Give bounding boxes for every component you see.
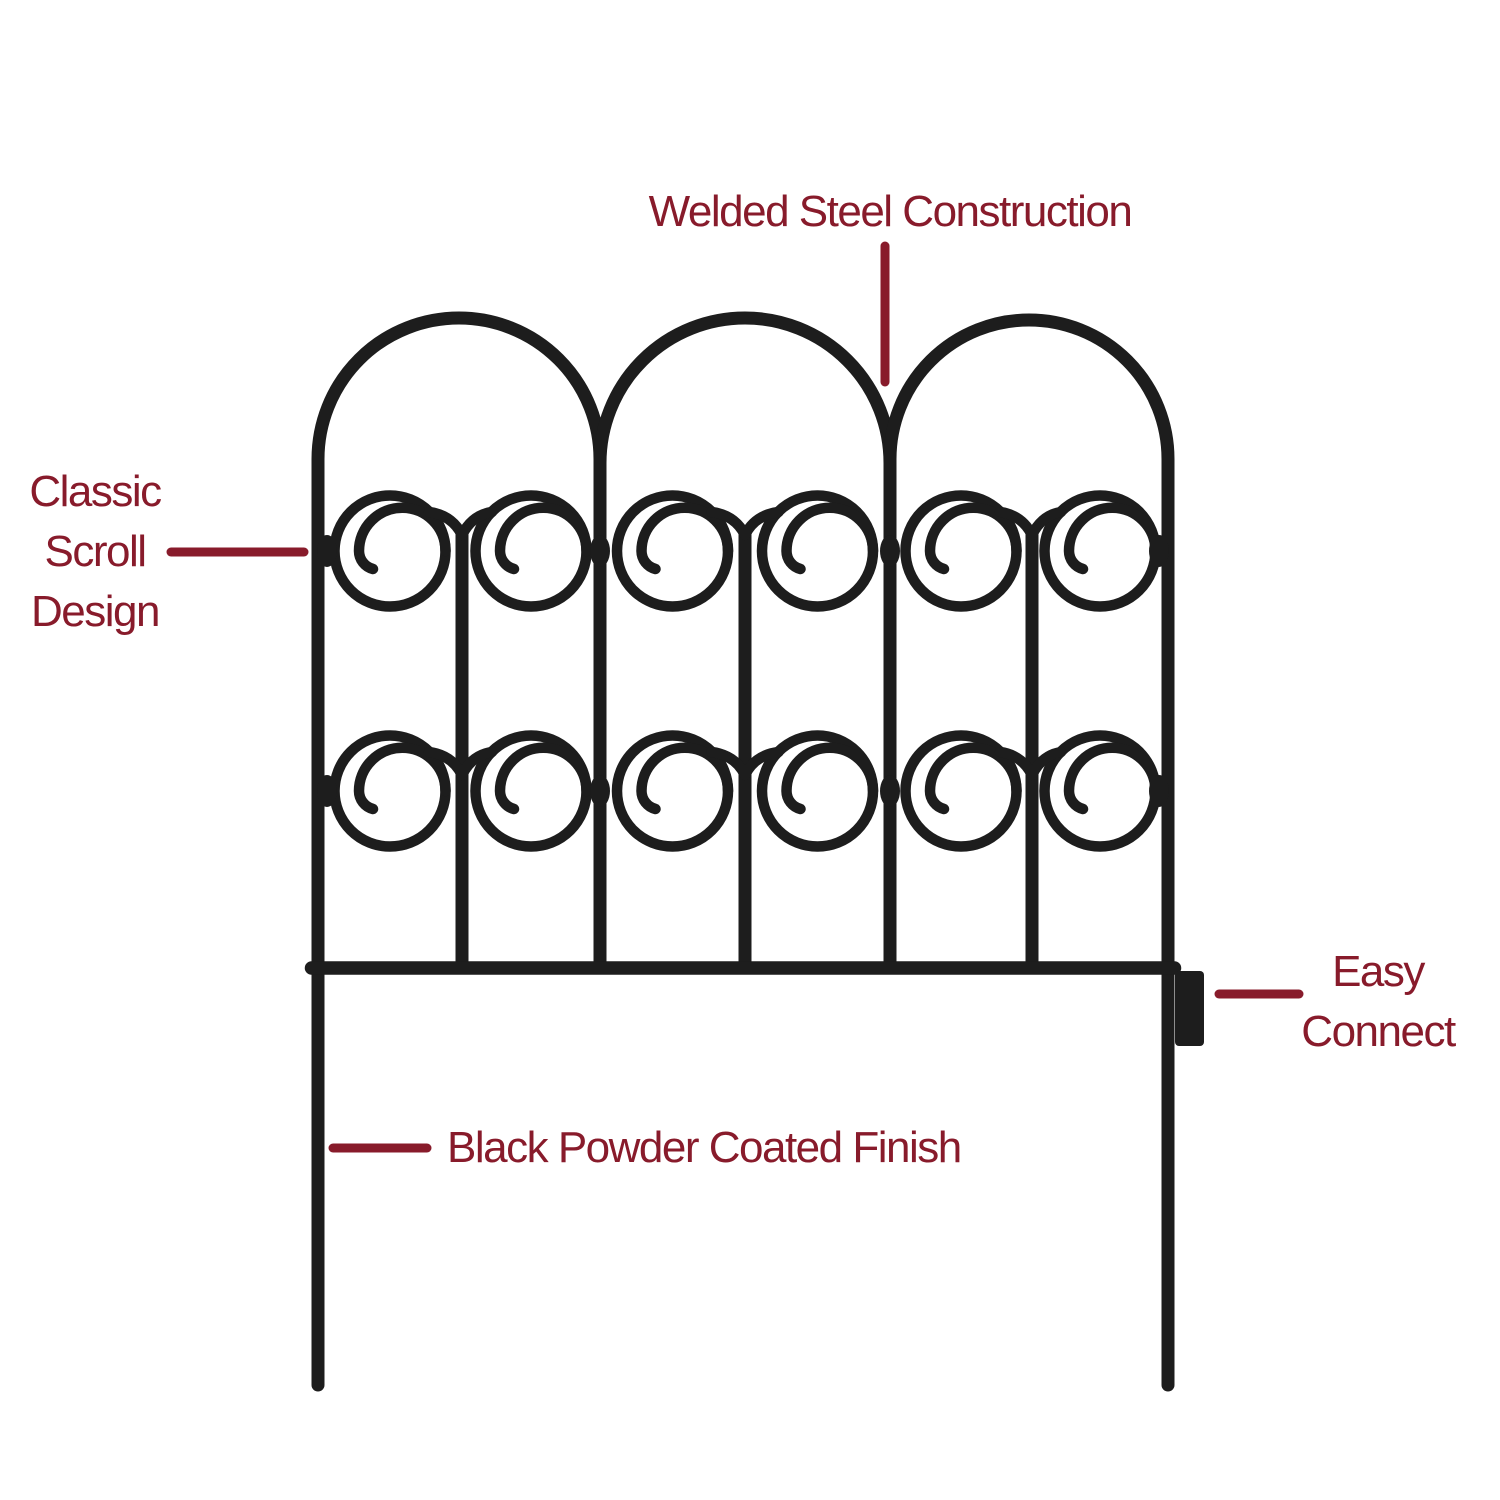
welded-steel-label: Welded Steel Construction xyxy=(648,187,1133,236)
classic-scroll-label-line2: Scroll xyxy=(44,527,147,576)
fence-arch-left xyxy=(311,311,607,1392)
powder-coat-label: Black Powder Coated Finish xyxy=(447,1123,962,1172)
weld-joints xyxy=(317,535,1169,807)
easy-connect-label: Easy Connect xyxy=(1230,942,1500,1062)
easy-connect-label-line2: Connect xyxy=(1301,1007,1456,1056)
fence-picket-bars xyxy=(455,528,1039,975)
classic-scroll-label-line1: Classic xyxy=(29,467,162,516)
scroll-row-lower xyxy=(335,736,1156,847)
easy-connect-label-line1: Easy xyxy=(1332,947,1425,996)
fence-arch-middle xyxy=(593,311,897,975)
fence-arch-right xyxy=(883,313,1175,1392)
callout-lines xyxy=(166,241,1304,1153)
scroll-peak-arcs-lower xyxy=(423,746,1067,781)
scroll-peak-arcs-upper xyxy=(423,506,1067,541)
easy-connect-tab xyxy=(1175,971,1204,1046)
scroll-row-upper xyxy=(335,496,1156,607)
fence-frame xyxy=(304,311,1182,1392)
classic-scroll-label-line3: Design xyxy=(31,587,160,636)
classic-scroll-label: Classic Scroll Design xyxy=(10,462,180,642)
